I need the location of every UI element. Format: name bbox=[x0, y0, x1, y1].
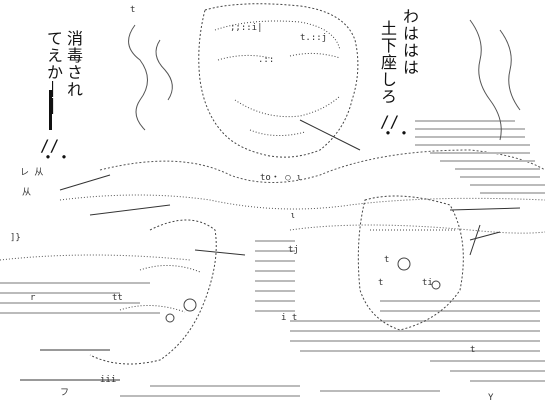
figure-torso bbox=[0, 149, 546, 261]
svg-text:ι: ι bbox=[290, 211, 295, 221]
left-speech-dash bbox=[49, 90, 52, 130]
svg-text:从: 从 bbox=[22, 187, 31, 198]
svg-text:Y: Y bbox=[488, 393, 494, 403]
left-figure bbox=[89, 219, 217, 365]
wavy-lines-center bbox=[128, 24, 173, 131]
left-speech-line-2: てえか―― bbox=[44, 30, 63, 115]
right-speech-marks: // ・・ bbox=[380, 112, 413, 143]
right-speech-line-1: わははは bbox=[400, 8, 419, 76]
texture-hatching bbox=[0, 120, 545, 397]
svg-text:t: t bbox=[130, 5, 135, 15]
svg-text:レ 从: レ 从 bbox=[20, 167, 43, 178]
svg-text:フ: フ bbox=[60, 388, 69, 398]
structural-strokes bbox=[20, 119, 521, 381]
svg-text:t: t bbox=[470, 345, 475, 355]
right-speech-line-2: 土下座しろ bbox=[378, 20, 397, 105]
right-figure bbox=[357, 195, 464, 331]
svg-text:tj: tj bbox=[288, 245, 299, 255]
left-speech-line-1: 消毒され bbox=[64, 30, 83, 98]
svg-text:t: t bbox=[378, 278, 383, 288]
svg-text:t.::j: t.::j bbox=[300, 33, 327, 43]
svg-text:t: t bbox=[384, 255, 389, 265]
figure-head bbox=[198, 3, 359, 158]
wavy-lines-right bbox=[469, 19, 521, 141]
left-speech-marks: // ・・ bbox=[40, 136, 73, 167]
svg-text:]}: ]} bbox=[10, 233, 21, 243]
svg-text:;;::i|: ;;::i| bbox=[230, 23, 263, 33]
svg-text:ti: ti bbox=[422, 278, 433, 288]
svg-text:i t: i t bbox=[281, 313, 297, 323]
svg-text:tt: tt bbox=[112, 293, 123, 303]
svg-text:r: r bbox=[30, 293, 36, 303]
svg-text:to・ ○ ι: to・ ○ ι bbox=[260, 173, 302, 183]
svg-text:.::: .:: bbox=[258, 55, 274, 65]
